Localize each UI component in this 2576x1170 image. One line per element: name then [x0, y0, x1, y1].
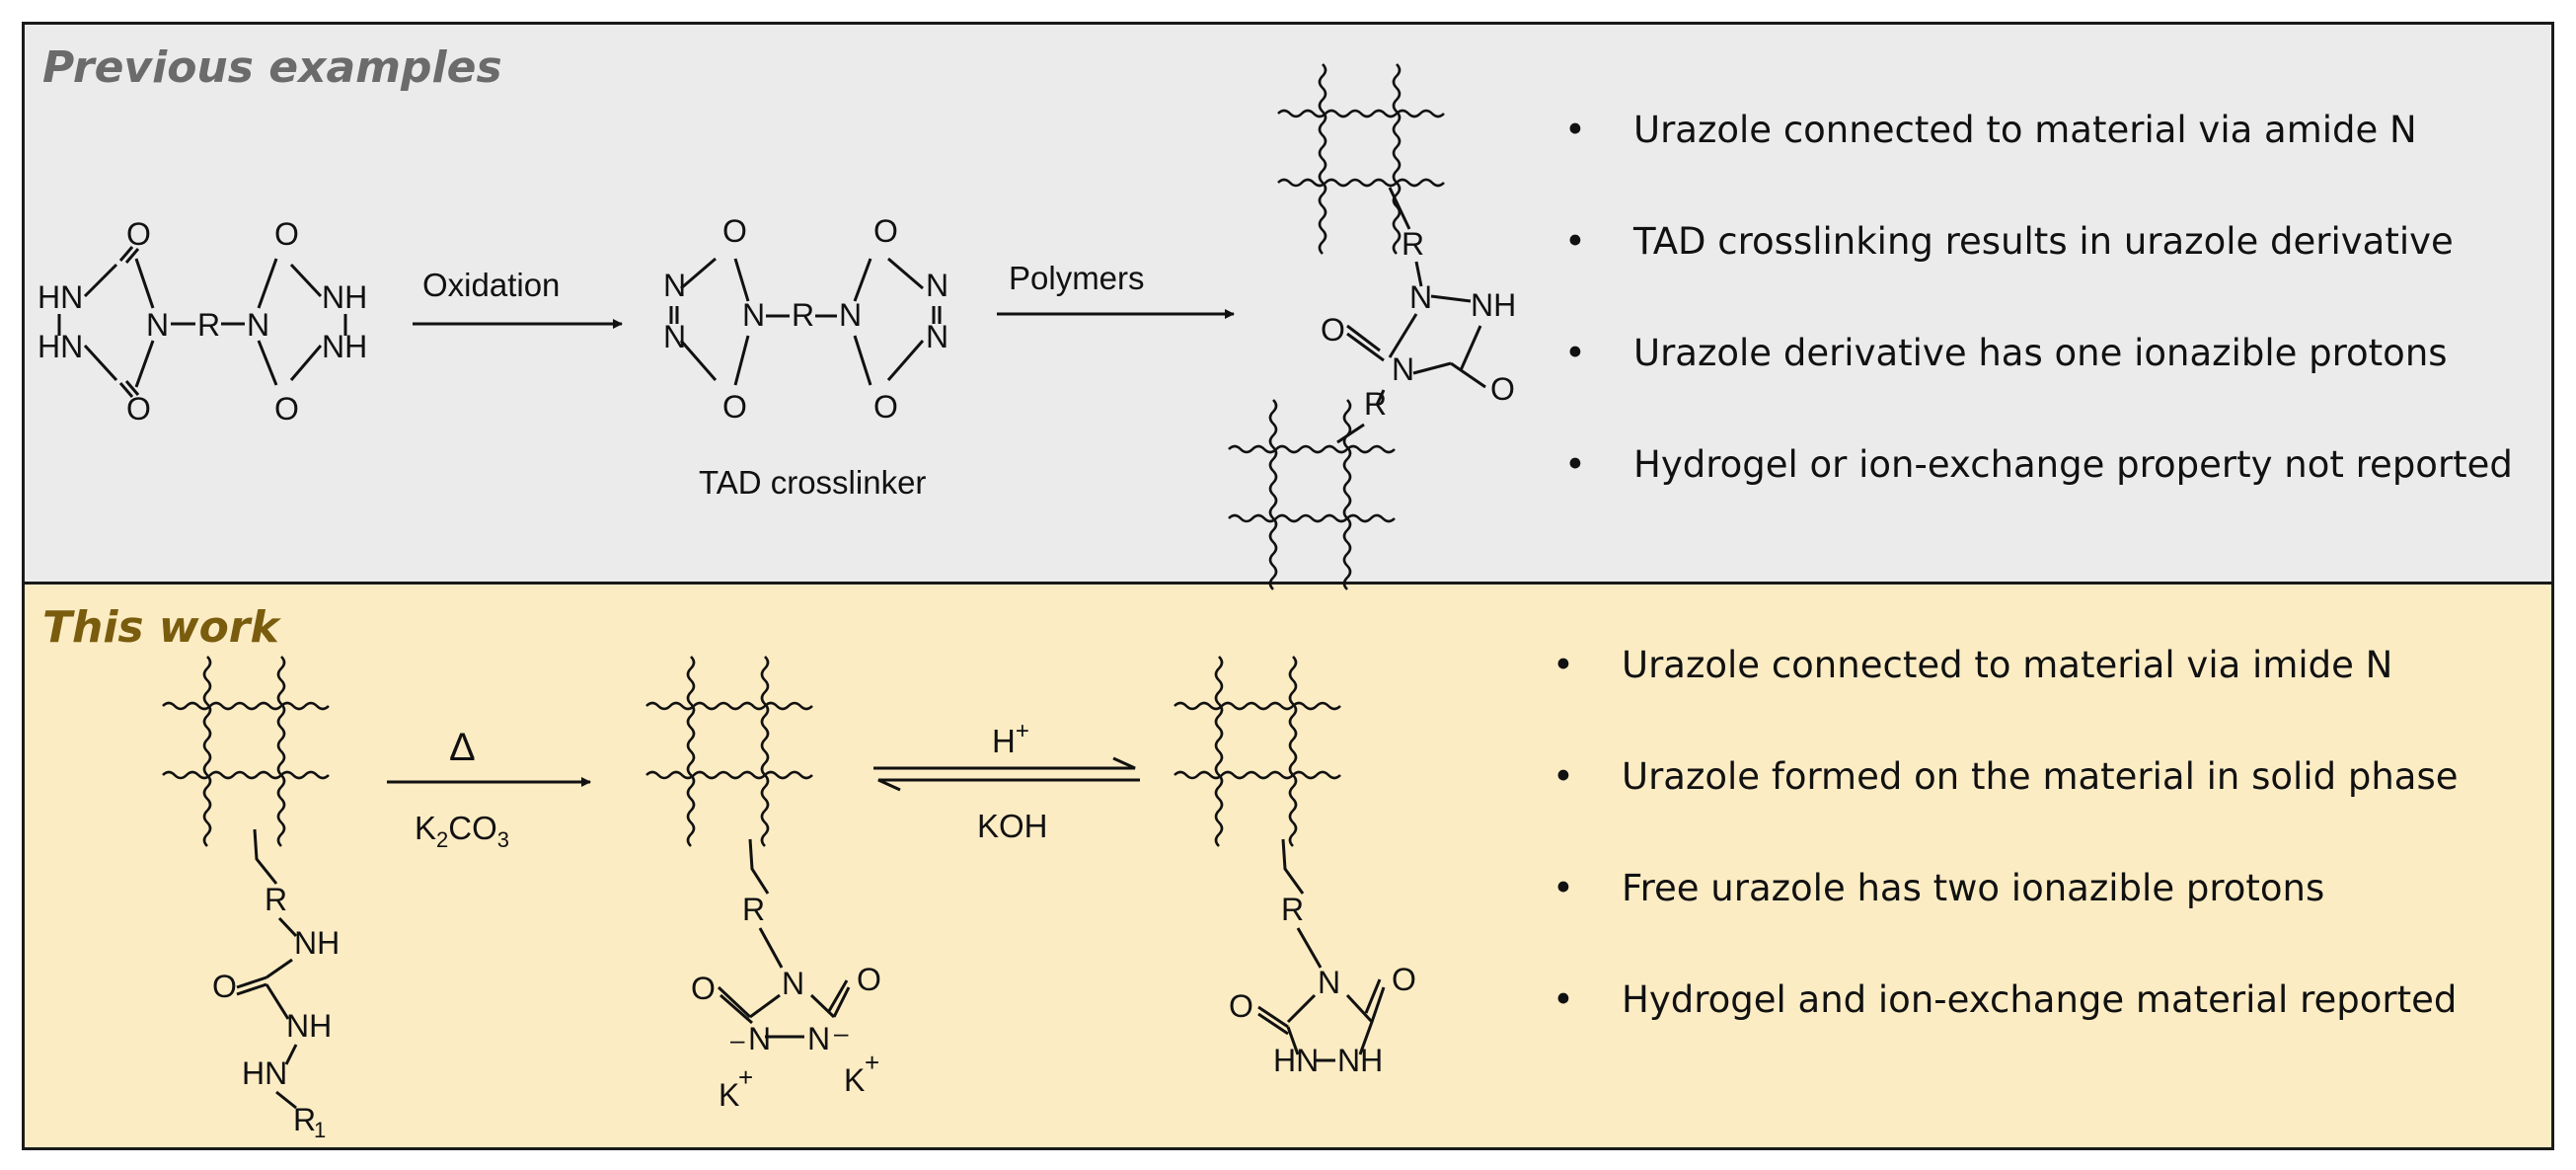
svg-text:NH: NH [322, 279, 367, 315]
svg-text:R: R [1402, 226, 1424, 262]
svg-text:R: R [293, 1102, 316, 1137]
k2co3-label: K2CO3 [415, 810, 509, 852]
free-urazole-structure: R N O O HN NH [1173, 655, 1416, 1078]
svg-text:R: R [792, 297, 814, 333]
bis-urazole-structure: HN HN O O N R N O O NH NH [38, 216, 367, 427]
svg-text:N: N [146, 307, 169, 343]
svg-text:R: R [1281, 892, 1304, 927]
svg-text:N: N [748, 1021, 771, 1056]
previous-bullet-3: Urazole derivative has one ionazible pro… [1564, 332, 2513, 443]
svg-text:O: O [722, 213, 747, 249]
svg-text:N: N [926, 319, 948, 354]
previous-examples-heading: Previous examples [42, 42, 502, 93]
svg-text:O: O [274, 216, 299, 252]
previous-bullet-4: Hydrogel or ion-exchange property not re… [1564, 443, 2513, 555]
potassium-urazolate-structure: R N O O N N – – K + K + [644, 655, 881, 1113]
svg-text:O: O [873, 213, 898, 249]
svg-text:O: O [873, 389, 898, 425]
svg-text:–: – [834, 1018, 849, 1048]
svg-text:R: R [197, 307, 220, 343]
svg-text:N: N [839, 297, 862, 333]
svg-text:N: N [742, 297, 765, 333]
this-work-panel: This work Urazole connected to material … [22, 582, 2554, 1150]
this-work-bullet-list: Urazole connected to material via imide … [1553, 644, 2459, 1090]
svg-text:N: N [1318, 965, 1340, 1000]
svg-text:N: N [926, 268, 948, 303]
this-work-heading: This work [42, 602, 279, 653]
svg-text:O: O [857, 962, 881, 997]
tad-crosslinker-caption: TAD crosslinker [699, 464, 926, 501]
svg-text:N: N [663, 319, 686, 354]
svg-text:O: O [691, 971, 716, 1006]
svg-text:+: + [865, 1048, 879, 1077]
svg-text:O: O [1490, 371, 1515, 407]
svg-text:K: K [844, 1062, 865, 1098]
svg-text:1: 1 [314, 1118, 326, 1142]
svg-text:N: N [782, 966, 804, 1001]
svg-text:NH: NH [286, 1008, 332, 1044]
semicarbazide-polymer-structure: R NH O NH HN R 1 [161, 655, 340, 1142]
acid-label: H+ [992, 718, 1029, 759]
svg-text:R: R [742, 892, 765, 927]
this-work-bullet-1: Urazole connected to material via imide … [1553, 644, 2459, 755]
svg-text:N: N [1392, 351, 1414, 387]
svg-text:N: N [1409, 279, 1432, 315]
svg-text:O: O [1229, 988, 1253, 1024]
svg-text:O: O [274, 391, 299, 427]
svg-text:HN: HN [242, 1055, 287, 1091]
previous-bullet-1: Urazole connected to material via amide … [1564, 109, 2513, 220]
svg-text:N: N [247, 307, 269, 343]
this-work-bullet-2: Urazole formed on the material in solid … [1553, 755, 2459, 867]
svg-text:–: – [730, 1025, 745, 1054]
tad-crosslinker-structure: N N O O N R N O O N N [663, 213, 948, 425]
svg-text:O: O [212, 969, 237, 1004]
oxidation-label: Oxidation [422, 267, 560, 303]
svg-text:O: O [1321, 312, 1345, 348]
heat-label: Δ [449, 726, 476, 769]
svg-text:NH: NH [294, 925, 340, 961]
svg-text:N: N [663, 268, 686, 303]
svg-text:HN: HN [38, 279, 83, 315]
this-work-bullet-4: Hydrogel and ion-exchange material repor… [1553, 978, 2459, 1090]
previous-bullet-2: TAD crosslinking results in urazole deri… [1564, 220, 2513, 332]
svg-text:K: K [719, 1077, 739, 1113]
svg-text:NH: NH [1337, 1043, 1383, 1078]
previous-examples-panel: Previous examples Urazole connected to m… [22, 22, 2554, 585]
svg-text:O: O [722, 389, 747, 425]
crosslinked-polymer-product: R N NH O N R O [1227, 62, 1516, 591]
previous-examples-bullet-list: Urazole connected to material via amide … [1564, 109, 2513, 555]
polymers-label: Polymers [1009, 260, 1145, 296]
equilibrium-arrows [873, 756, 1140, 792]
svg-text:R: R [265, 882, 287, 917]
polymer-network-bottom [1227, 398, 1397, 591]
svg-text:O: O [126, 216, 151, 252]
svg-text:O: O [1392, 962, 1416, 997]
this-work-bullet-3: Free urazole has two ionazible protons [1553, 867, 2459, 978]
koh-label: KOH [977, 808, 1048, 844]
svg-text:N: N [807, 1021, 830, 1056]
svg-text:NH: NH [1471, 287, 1516, 323]
svg-text:+: + [738, 1062, 753, 1092]
